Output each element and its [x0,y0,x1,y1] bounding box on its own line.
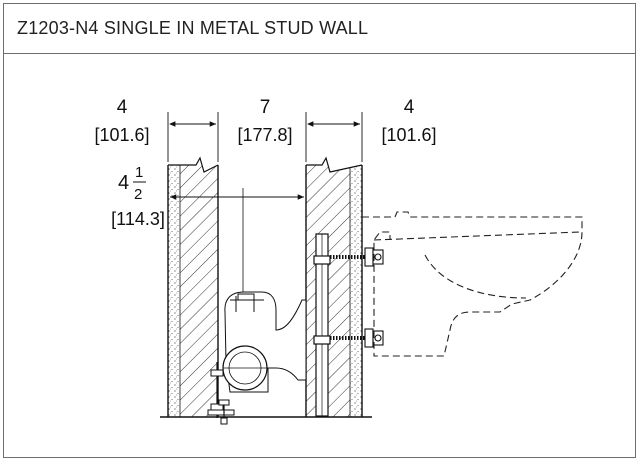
dim-left-wall-value: 4 [117,97,128,118]
right-wall [305,156,363,417]
dim-centerline-metric: [114.3] [111,209,165,229]
through-bolts [330,247,384,348]
dim-centerline-whole: 4 [118,172,129,194]
fixture-outline [362,211,583,357]
carrier-fitting [207,291,307,425]
left-wall-stud [180,165,218,417]
dimension-lines [167,112,363,390]
page-title: Z1203-N4 SINGLE IN METAL STUD WALL [17,18,369,38]
mounting-plate [313,233,331,417]
left-wall-board-outer [168,165,180,417]
dim-left-wall-metric: [101.6] [94,125,149,145]
header-bar: Z1203-N4 SINGLE IN METAL STUD WALL [4,4,635,54]
dim-right-wall-value: 4 [404,97,415,118]
right-wall-board-outer [350,165,362,417]
dim-cavity-value: 7 [260,97,271,118]
dimension-labels: 4 [101.6] 7 [177.8] 4 [101.6] 4 1 2 [114… [94,97,436,229]
dim-cavity-metric: [177.8] [237,125,292,145]
dim-centerline-denominator: 2 [134,186,142,203]
dim-centerline-numerator: 1 [135,164,143,181]
dim-right-wall-metric: [101.6] [381,125,436,145]
